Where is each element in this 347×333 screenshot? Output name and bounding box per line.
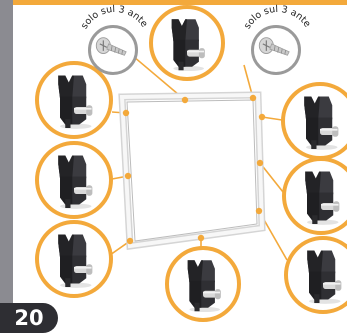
part-circle-top-center bbox=[149, 5, 225, 81]
part-circle-right-3 bbox=[284, 236, 347, 314]
part-circle-bottom-center bbox=[165, 246, 241, 322]
part-circle-left-1 bbox=[35, 61, 113, 139]
hinge-clip-icon bbox=[58, 234, 93, 288]
part-circle-left-2 bbox=[35, 141, 113, 219]
hinge-clip-icon bbox=[307, 250, 342, 304]
hinge-clip-icon bbox=[58, 75, 93, 129]
screw-circle-left bbox=[88, 25, 138, 75]
frame bbox=[118, 91, 266, 250]
connection-dots bbox=[122, 94, 266, 245]
page-number-badge: 20 bbox=[0, 303, 58, 333]
hinge-clip-icon bbox=[304, 96, 339, 150]
screw-circle-right bbox=[251, 25, 301, 75]
svg-text:solo sul 3 ante: solo sul 3 ante bbox=[242, 4, 313, 31]
hinge-clip-icon bbox=[171, 19, 205, 72]
hinge-clip-icon bbox=[187, 260, 221, 313]
part-circle-right-2 bbox=[282, 157, 347, 235]
screw-label-right-text: solo sul 3 ante bbox=[242, 4, 313, 31]
left-side-bar bbox=[0, 0, 13, 333]
screw-label-left-text: solo sul 3 ante bbox=[79, 4, 150, 31]
top-accent-bar bbox=[13, 0, 347, 5]
hinge-clip-icon bbox=[305, 171, 340, 225]
screw-label-left: solo sul 3 ante bbox=[79, 4, 150, 31]
part-circle-left-3 bbox=[35, 220, 113, 298]
screw-label-right: solo sul 3 ante bbox=[242, 4, 313, 31]
svg-text:solo sul 3 ante: solo sul 3 ante bbox=[79, 4, 150, 31]
hinge-clip-icon bbox=[58, 155, 93, 209]
